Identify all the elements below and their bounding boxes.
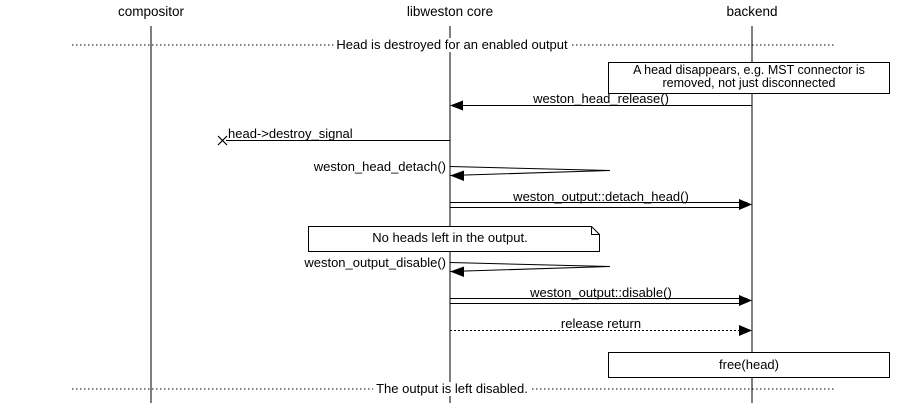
note-mst-line1: A head disappears, e.g. MST connector is	[633, 63, 865, 77]
actor-label-compositor: compositor	[117, 4, 185, 19]
message-label-release-return: release return	[560, 316, 642, 331]
message-weston-output-detach-head	[450, 199, 752, 210]
note-no-heads-line1: No heads left in the output.	[372, 230, 528, 245]
message-label-weston-output-detach-head: weston_output::detach_head()	[513, 189, 689, 204]
message-label-head-destroy-signal: head->destroy_signal	[228, 126, 353, 141]
message-head-destroy-signal	[217, 135, 450, 146]
message-weston-head-detach	[449, 166, 611, 181]
message-label-weston-head-release: weston_head_release()	[533, 91, 669, 106]
box-free-head-label: free(head)	[719, 357, 779, 372]
separator-label-head-destroyed: Head is destroyed for an enabled output	[333, 38, 571, 52]
separator-lines	[72, 44, 836, 390]
note-no-heads	[308, 226, 600, 252]
message-weston-output-disable-call	[449, 262, 611, 277]
note-mst-line2: removed, not just disconnected	[662, 76, 836, 90]
message-weston-head-release	[450, 100, 752, 111]
separator-label-output-disabled: The output is left disabled.	[373, 382, 531, 396]
box-free-head	[608, 352, 890, 378]
message-label-weston-head-detach: weston_head_detach()	[313, 159, 446, 174]
actor-label-libweston-core: libweston core	[406, 4, 494, 19]
message-label-weston-output-disable-call: weston_output_disable()	[304, 255, 446, 270]
message-label-weston-output-disable: weston_output::disable()	[530, 285, 672, 300]
note-mst	[608, 62, 890, 94]
message-weston-output-disable	[450, 295, 752, 306]
message-release-return	[450, 325, 752, 336]
actor-label-backend: backend	[726, 4, 778, 19]
